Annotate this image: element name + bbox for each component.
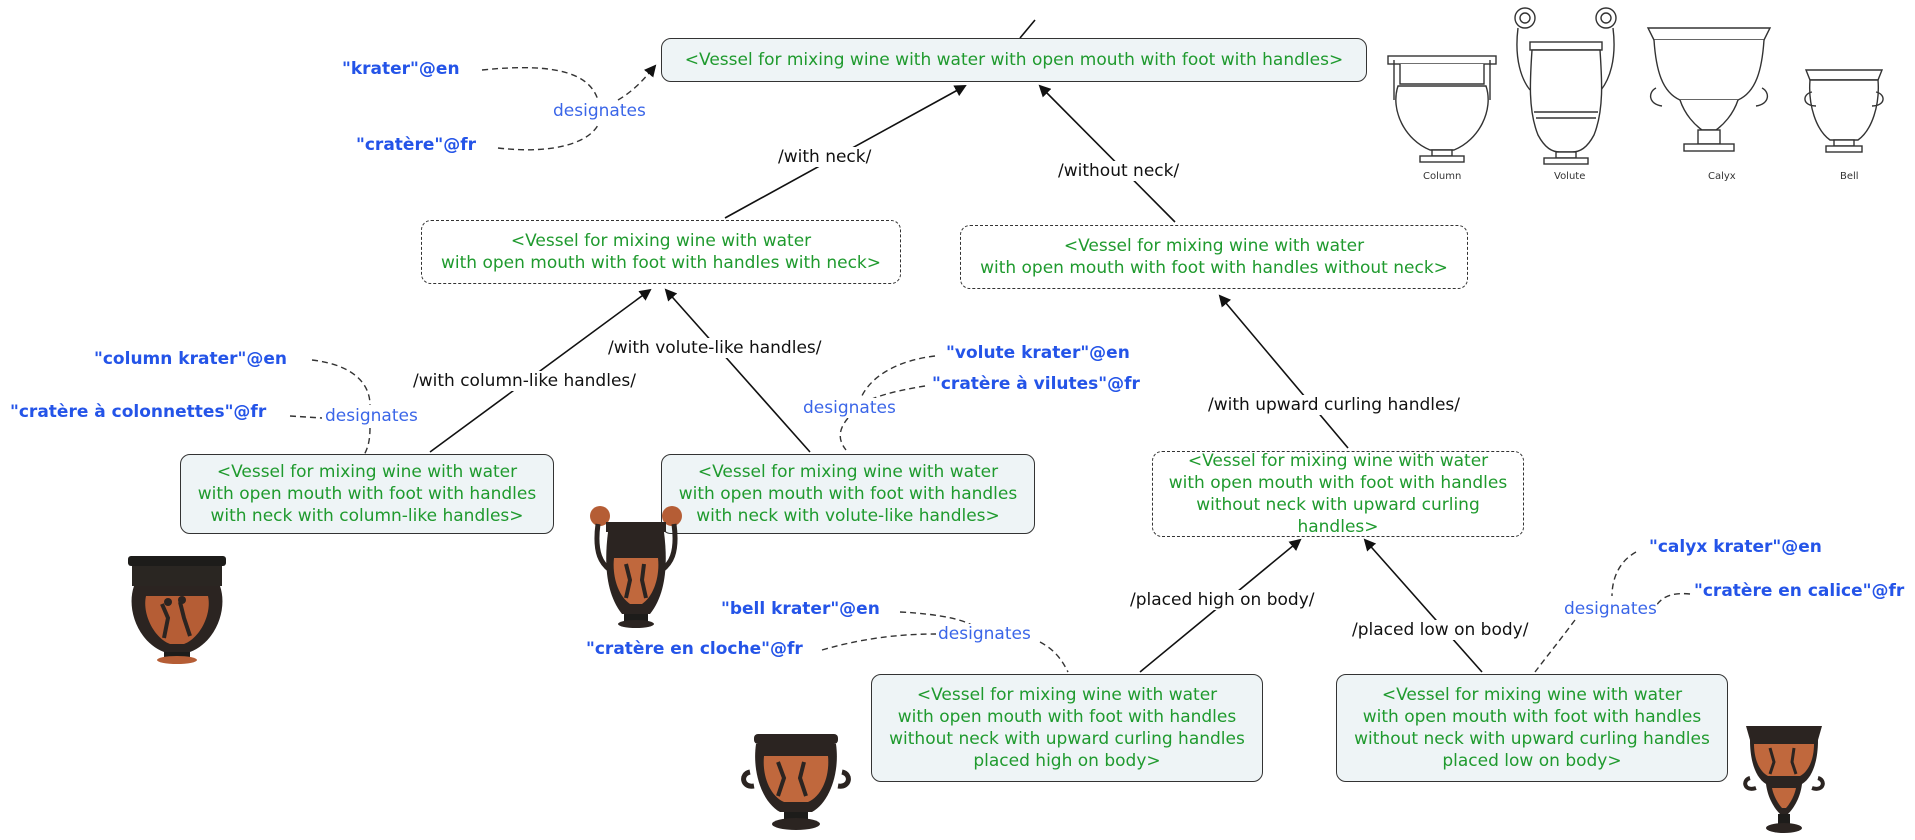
volute-shape-icon: [1514, 7, 1617, 165]
term-column-en: "column krater"@en: [94, 349, 287, 369]
term-krater-en: "krater"@en: [342, 59, 460, 79]
dash-column-fr: [289, 415, 323, 419]
arrow-low: [1363, 538, 1483, 673]
shape-caption-column: Column: [1423, 171, 1462, 182]
edge-label-low: /placed low on body/: [1350, 620, 1531, 640]
term-calyx-fr: "cratère en calice"@fr: [1694, 581, 1905, 601]
node-calyx: <Vessel for mixing wine with water with …: [1336, 674, 1728, 782]
bell-shape-icon: [1804, 69, 1884, 153]
shape-caption-volute: Volute: [1554, 171, 1586, 182]
term-volute-en: "volute krater"@en: [946, 343, 1130, 363]
dash-bell-fr: [821, 633, 937, 651]
shape-caption-bell: Bell: [1840, 171, 1859, 182]
node-volute: <Vessel for mixing wine with water with …: [661, 454, 1035, 534]
term-cratere-fr: "cratère"@fr: [356, 135, 476, 155]
arrow-volute: [664, 288, 811, 453]
dash-bell-node: [1039, 641, 1069, 673]
edge-label-without-neck: /without neck/: [1056, 161, 1182, 181]
dash-cratere-fr: [497, 124, 599, 151]
edge-label-upward: /with upward curling handles/: [1206, 395, 1463, 415]
column-krater-vase-image: [128, 556, 226, 664]
node-with-neck: <Vessel for mixing wine with water with …: [421, 220, 901, 284]
node-upward: <Vessel for mixing wine with water with …: [1152, 451, 1524, 537]
dash-calyx-fr: [1654, 592, 1691, 609]
node-column: <Vessel for mixing wine with water with …: [180, 454, 554, 534]
node-root: <Vessel for mixing wine with water with …: [661, 38, 1367, 82]
calyx-shape-icon: [1646, 27, 1772, 152]
edge-label-with-neck: /with neck/: [776, 147, 874, 167]
shape-caption-calyx: Calyx: [1708, 171, 1736, 182]
volute-krater-vase-image: [590, 506, 682, 628]
dash-calyx-node: [1534, 619, 1576, 673]
dash-column-node: [363, 427, 371, 456]
bell-krater-vase-image: [741, 734, 851, 830]
dash-bell-en: [899, 611, 979, 631]
dash-volute-en: [859, 355, 936, 401]
dash-volute-node: [839, 417, 849, 451]
dash-calyx-en: [1611, 551, 1637, 597]
term-bell-fr: "cratère en cloche"@fr: [586, 639, 803, 659]
node-without-neck: <Vessel for mixing wine with water with …: [960, 225, 1468, 289]
term-volute-fr: "cratère à vilutes"@fr: [932, 374, 1140, 394]
edge-label-volute: /with volute-like handles/: [606, 338, 824, 358]
arrow-without-neck: [1038, 84, 1176, 223]
root-top-line: [1019, 19, 1036, 39]
dash-column-en: [311, 359, 371, 406]
designates-column: designates: [325, 406, 418, 426]
term-column-fr: "cratère à colonnettes"@fr: [10, 402, 267, 422]
designates-bell: designates: [938, 624, 1031, 644]
arrow-upward: [1218, 294, 1349, 449]
krater-shapes-illustration: [1387, 7, 1884, 165]
term-bell-en: "bell krater"@en: [721, 599, 880, 619]
designates-krater: designates: [553, 101, 646, 121]
dash-designates-to-root: [617, 64, 657, 101]
designates-volute: designates: [803, 398, 896, 418]
term-calyx-en: "calyx krater"@en: [1649, 537, 1822, 557]
designates-calyx: designates: [1564, 599, 1657, 619]
node-bell: <Vessel for mixing wine with water with …: [871, 674, 1263, 782]
edge-label-column: /with column-like handles/: [411, 371, 638, 391]
column-shape-icon: [1387, 55, 1497, 163]
edge-label-high: /placed high on body/: [1128, 590, 1317, 610]
dash-krater-en: [481, 67, 599, 101]
calyx-krater-vase-image: [1743, 726, 1825, 833]
